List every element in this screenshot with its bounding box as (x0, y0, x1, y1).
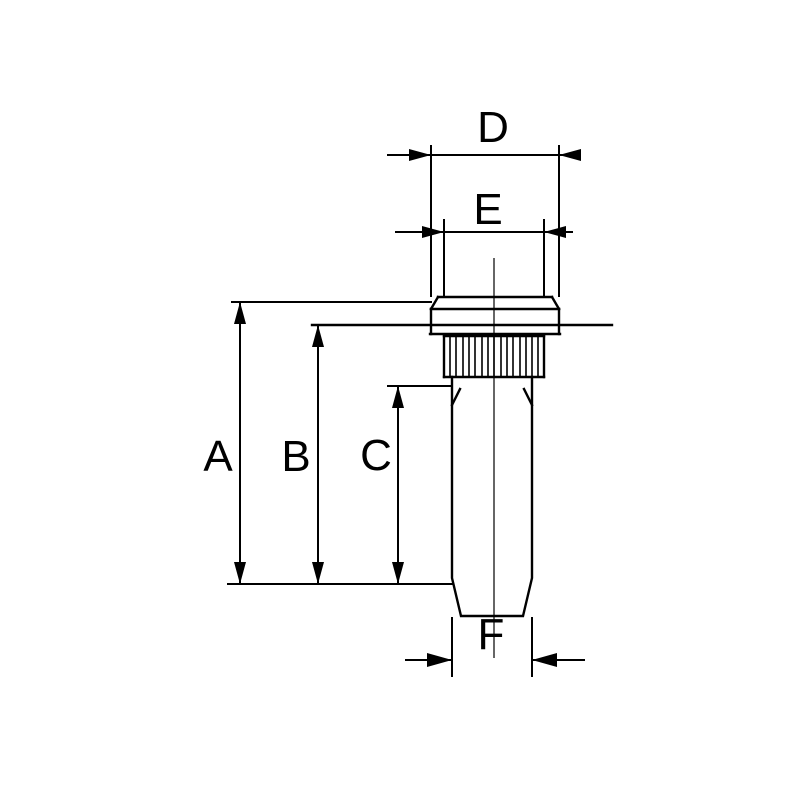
dimension-label-a: A (203, 432, 233, 481)
extension-lines (227, 145, 560, 677)
knurl-serrations (449, 336, 539, 377)
dimension-label-c: C (360, 431, 392, 480)
dimension-label-f: F (478, 610, 505, 659)
dimension-label-e: E (473, 185, 502, 234)
dimension-label-d: D (477, 103, 509, 152)
dimension-arrowheads (234, 149, 581, 667)
dimension-label-b: B (281, 432, 310, 481)
stud-outline (310, 295, 614, 618)
